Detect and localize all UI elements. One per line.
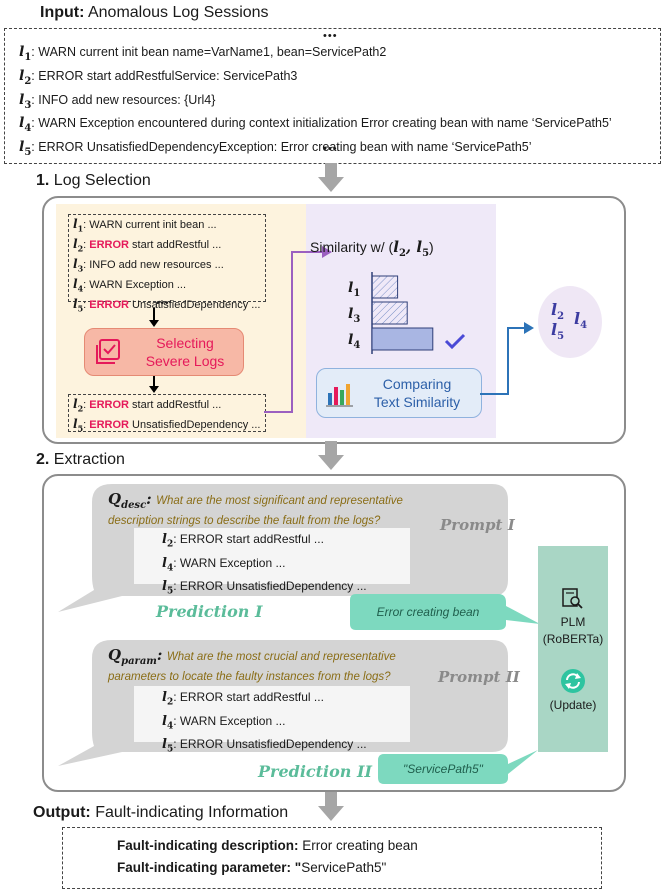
- prompt-2-label: Prompt II: [438, 668, 520, 686]
- purple-arrow-icon: [264, 246, 332, 413]
- result-l5: l5: [551, 320, 565, 343]
- q-param-text-1: What are the most crucial and representa…: [166, 651, 396, 663]
- comparing-label-2: Text Similarity: [373, 394, 461, 410]
- down-arrow-icon: [318, 792, 344, 821]
- input-log-line: l5: ERROR UnsatisfiedDependencyException…: [19, 139, 532, 158]
- input-log-line: l1: WARN current init bean name=VarName1…: [19, 44, 387, 63]
- checkmark-icon: [444, 333, 466, 350]
- extraction-panel: Qdesc: What are the most significant and…: [42, 474, 626, 792]
- checklist-icon: [96, 339, 120, 364]
- bar-label-l1: l1: [348, 280, 361, 299]
- plm-column: PLM (RoBERTa) (Update): [538, 546, 608, 752]
- prompt-log-line: l2: ERROR start addRestful ...: [162, 532, 324, 550]
- extraction-header: 2. Extraction: [36, 451, 125, 468]
- selection-header: 1. Log Selection: [36, 172, 151, 189]
- output-description: Fault-indicating description: Error crea…: [117, 838, 418, 853]
- q-desc-text-2: description strings to describe the faul…: [108, 515, 381, 527]
- prompt-log-line: l5: ERROR UnsatisfiedDependency ...: [162, 579, 367, 597]
- prediction-2-label: Prediction II: [258, 762, 372, 781]
- prediction-2-value: "ServicePath5": [403, 762, 483, 776]
- selected-result-bubble: l2 l4 l5: [538, 286, 602, 358]
- output-box: Fault-indicating description: Error crea…: [62, 827, 602, 889]
- similarity-bar: [371, 301, 408, 325]
- input-ellipsis-bottom: •••: [323, 143, 338, 155]
- plm-model-label: (RoBERTa): [542, 632, 604, 646]
- selection-log-line: l4: WARN Exception ...: [73, 276, 187, 294]
- prediction-1-value: Error creating bean: [376, 605, 480, 619]
- prompt-2-logs: l2: ERROR start addRestful ... l4: WARN …: [134, 686, 410, 755]
- prediction-1-label: Prediction I: [156, 602, 263, 621]
- down-arrow-icon: [318, 163, 344, 192]
- prompt-1-logs: l2: ERROR start addRestful ... l4: WARN …: [134, 528, 410, 597]
- input-log-line: l4: WARN Exception encountered during co…: [19, 115, 612, 135]
- selected-log-line: l2: ERROR start addRestful ...: [73, 397, 222, 414]
- input-log-line: l2: ERROR start addRestfulService: Servi…: [19, 67, 298, 87]
- input-log-box: ••• l1: WARN current init bean name=VarN…: [4, 28, 661, 164]
- document-search-icon: [562, 588, 583, 609]
- update-label: (Update): [549, 698, 597, 712]
- selection-log-line: l3: INFO add new resources ...: [73, 256, 224, 274]
- prompt-log-line: l2: ERROR start addRestful ...: [162, 690, 324, 708]
- selection-log-line: l1: WARN current init bean ...: [73, 217, 217, 234]
- arrow-down-icon: [149, 308, 159, 327]
- input-log-lines: l1: WARN current init bean name=VarName1…: [19, 43, 612, 162]
- comparing-text-similarity-box: Comparing Text Similarity: [316, 368, 482, 418]
- prompt-1-label: Prompt I: [440, 516, 515, 534]
- pred-1-pill-shape: [350, 594, 540, 630]
- refresh-icon: [561, 669, 585, 693]
- blue-arrow-icon: [480, 322, 534, 395]
- q-desc-block: Qdesc: What are the most significant and…: [108, 490, 508, 530]
- pred-2-pill-shape: [378, 750, 538, 784]
- selection-log-line: l2: ERROR start addRestful ...: [73, 236, 222, 254]
- log-list-box: l1: WARN current init bean ... l2: ERROR…: [68, 214, 266, 313]
- selected-logs-box: l2: ERROR start addRestful ... l5: ERROR…: [68, 394, 266, 433]
- q-desc-symbol: Qdesc:: [108, 490, 152, 511]
- down-arrow-icon: [318, 441, 344, 470]
- selection-log-line: l5: ERROR UnsatisfiedDependency ...: [73, 296, 261, 313]
- bar-label-l3: l3: [348, 306, 361, 325]
- prompt-log-line: l5: ERROR UnsatisfiedDependency ...: [162, 737, 367, 755]
- similarity-bars: [371, 272, 434, 354]
- selecting-label-1: Selecting: [156, 335, 214, 351]
- selecting-label-2: Severe Logs: [145, 353, 225, 369]
- similarity-bar: [371, 327, 434, 351]
- similarity-bar: [371, 275, 399, 299]
- plm-label: PLM: [560, 615, 586, 629]
- selection-area-bg: [56, 204, 306, 438]
- q-param-symbol: Qparam:: [108, 646, 163, 667]
- bar-label-l4: l4: [348, 332, 361, 351]
- selecting-severe-logs-box: Selecting Severe Logs: [84, 328, 244, 376]
- input-log-line: l3: INFO add new resources: {Url4}: [19, 91, 216, 111]
- prompt-log-line: l4: WARN Exception ...: [162, 555, 286, 574]
- comparing-label-1: Comparing: [382, 376, 452, 392]
- similarity-title: Similarity w/ (l2, l5): [310, 238, 434, 259]
- selected-log-line: l5: ERROR UnsatisfiedDependency ...: [73, 416, 261, 434]
- arrow-down-icon: [149, 376, 159, 393]
- q-param-text-2: parameters to locate the faulty instance…: [108, 671, 391, 683]
- q-param-block: Qparam: What are the most crucial and re…: [108, 646, 508, 686]
- selection-ellipsis: •••: [156, 298, 170, 309]
- bar-chart-icon: [326, 384, 353, 407]
- q-desc-text-1: What are the most significant and repres…: [156, 495, 403, 507]
- output-header: Output: Fault-indicating Information: [33, 804, 289, 821]
- selection-panel: l1: WARN current init bean ... l2: ERROR…: [42, 196, 626, 444]
- result-l2: l2: [551, 300, 565, 323]
- input-header: Input: Anomalous Log Sessions: [40, 4, 269, 21]
- result-l4: l4: [574, 309, 588, 332]
- prompt-log-line: l4: WARN Exception ...: [162, 713, 286, 732]
- output-parameter: Fault-indicating parameter: "ServicePath…: [117, 860, 387, 875]
- input-ellipsis-top: •••: [323, 30, 338, 42]
